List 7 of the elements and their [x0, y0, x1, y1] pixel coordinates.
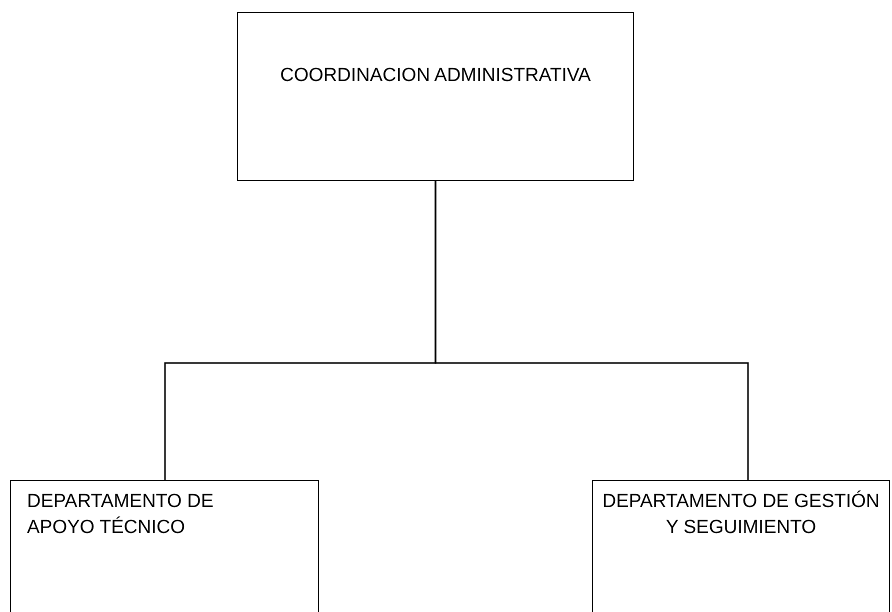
unit-name: DEPARTAMENTO DE GESTIÓN Y SEGUIMIENTO — [601, 490, 881, 540]
connector-line — [434, 181, 749, 480]
org-unit-box — [237, 12, 634, 181]
unit-name: DEPARTAMENTO DE APOYO TÉCNICO — [27, 490, 215, 540]
org-unit-box — [10, 480, 319, 612]
unit-name: COORDINACION ADMINISTRATIVA — [279, 64, 592, 88]
org-unit-box — [592, 480, 890, 612]
